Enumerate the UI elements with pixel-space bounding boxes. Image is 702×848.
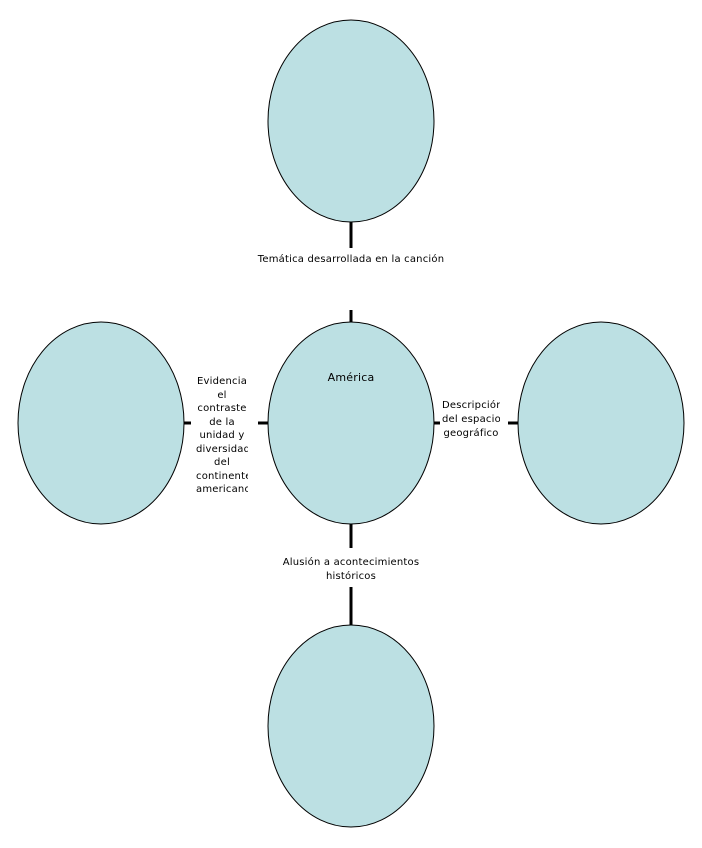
node-center[interactable] bbox=[267, 321, 435, 525]
node-right[interactable] bbox=[517, 321, 685, 525]
center-node-label: América bbox=[327, 371, 375, 384]
label-line: del espacio bbox=[442, 414, 500, 425]
right-connector-label: Descripción del espacio geográfico bbox=[442, 399, 500, 441]
label-line: del bbox=[214, 457, 230, 468]
label-line: históricos bbox=[325, 571, 377, 582]
node-top[interactable] bbox=[267, 19, 435, 223]
node-bottom[interactable] bbox=[267, 624, 435, 828]
label-line: Alusión a acontecimientos bbox=[282, 557, 420, 568]
label-line: geográfico bbox=[443, 428, 499, 439]
left-connector-label: Evidencia el contraste de la unidad y di… bbox=[196, 375, 248, 497]
bottom-connector-label: Alusión a acontecimientos históricos bbox=[251, 556, 451, 584]
node-left[interactable] bbox=[17, 321, 185, 525]
top-connector-label: Temática desarrollada en la canción bbox=[257, 254, 445, 265]
label-line: de la bbox=[209, 416, 235, 428]
label-line: unidad y bbox=[199, 430, 245, 441]
label-line: americano bbox=[196, 484, 248, 495]
label-line: Descripción bbox=[442, 400, 500, 411]
label-line: contraste bbox=[197, 403, 247, 414]
label-line: Evidencia bbox=[196, 376, 248, 387]
label-line: continente bbox=[196, 470, 248, 482]
label-line: el bbox=[217, 389, 227, 401]
label-line: diversidad bbox=[196, 443, 248, 455]
